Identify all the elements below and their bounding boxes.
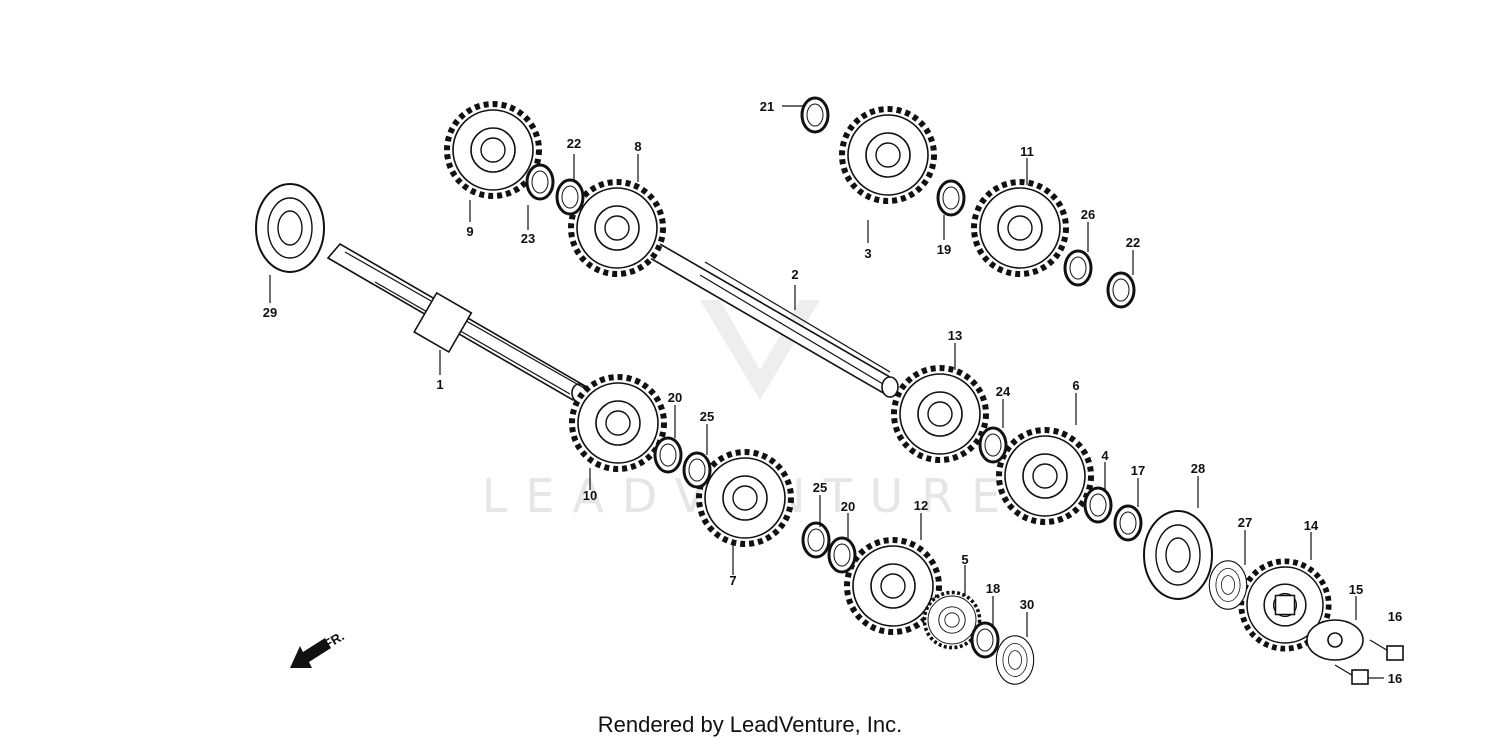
washer-18	[970, 621, 1000, 659]
gear-13	[894, 368, 986, 460]
washer-20-lower	[827, 536, 857, 574]
plate-15	[1306, 619, 1364, 661]
gear-7	[699, 452, 791, 544]
label-18: 18	[986, 581, 1000, 596]
label-29: 29	[263, 305, 277, 320]
part-labels: 1 2 3 4 5 6 7 8 9 10 11 12 13 14 15 16 1…	[263, 99, 1402, 686]
label-11: 11	[1020, 144, 1034, 159]
washer-17	[1113, 504, 1143, 542]
label-19: 19	[937, 242, 951, 257]
label-7: 7	[729, 573, 736, 588]
sprocket-14	[1241, 561, 1328, 648]
bearing-28	[1143, 510, 1213, 600]
bolt-16-lower	[1334, 664, 1369, 685]
gear-3	[842, 109, 934, 201]
direction-indicator: FR.	[290, 628, 347, 668]
label-14: 14	[1304, 518, 1319, 533]
label-2: 2	[791, 267, 798, 282]
credit-text: Rendered by LeadVenture, Inc.	[597, 712, 903, 737]
label-24: 24	[996, 384, 1011, 399]
label-22-right: 22	[1126, 235, 1140, 250]
bolt-16-upper	[1369, 639, 1404, 661]
gear-9	[447, 104, 539, 196]
label-23: 23	[521, 231, 535, 246]
label-25-upper: 25	[700, 409, 714, 424]
bearing-30	[995, 635, 1035, 685]
arrow-down-left-icon	[290, 638, 331, 668]
bearing-29	[255, 183, 325, 273]
label-25-lower: 25	[813, 480, 827, 495]
leader-lines	[269, 105, 1384, 679]
washer-22-upper	[555, 178, 585, 216]
bearing-27	[1208, 560, 1248, 610]
gear-11	[974, 182, 1066, 274]
washer-19	[936, 179, 966, 217]
label-17: 17	[1131, 463, 1145, 478]
label-20-lower: 20	[841, 499, 855, 514]
label-28: 28	[1191, 461, 1205, 476]
label-27: 27	[1238, 515, 1252, 530]
washer-21	[800, 96, 830, 134]
gear-10	[572, 377, 664, 469]
label-30: 30	[1020, 597, 1034, 612]
label-1: 1	[436, 377, 443, 392]
gear-8	[571, 182, 663, 274]
label-12: 12	[914, 498, 928, 513]
label-10: 10	[583, 488, 597, 503]
label-26: 26	[1081, 207, 1095, 222]
label-16-upper: 16	[1388, 609, 1402, 624]
washer-23	[525, 163, 555, 201]
washer-24	[978, 426, 1008, 464]
label-4: 4	[1101, 448, 1109, 463]
shaft-1	[326, 242, 587, 403]
label-21: 21	[760, 99, 774, 114]
clip-25-lower	[801, 521, 831, 559]
label-15: 15	[1349, 582, 1363, 597]
clip-25-upper	[682, 451, 712, 489]
clip-26	[1063, 249, 1093, 287]
label-22-upper: 22	[567, 136, 581, 151]
label-9: 9	[466, 224, 473, 239]
label-5: 5	[961, 552, 968, 567]
label-6: 6	[1072, 378, 1079, 393]
washer-22-right	[1106, 271, 1136, 309]
label-13: 13	[948, 328, 962, 343]
label-8: 8	[634, 139, 641, 154]
gear-6	[999, 430, 1091, 522]
label-20-upper: 20	[668, 390, 682, 405]
collar-4	[1083, 486, 1113, 524]
label-16-lower: 16	[1388, 671, 1402, 686]
washer-20-upper	[653, 436, 683, 474]
label-3: 3	[864, 246, 871, 261]
